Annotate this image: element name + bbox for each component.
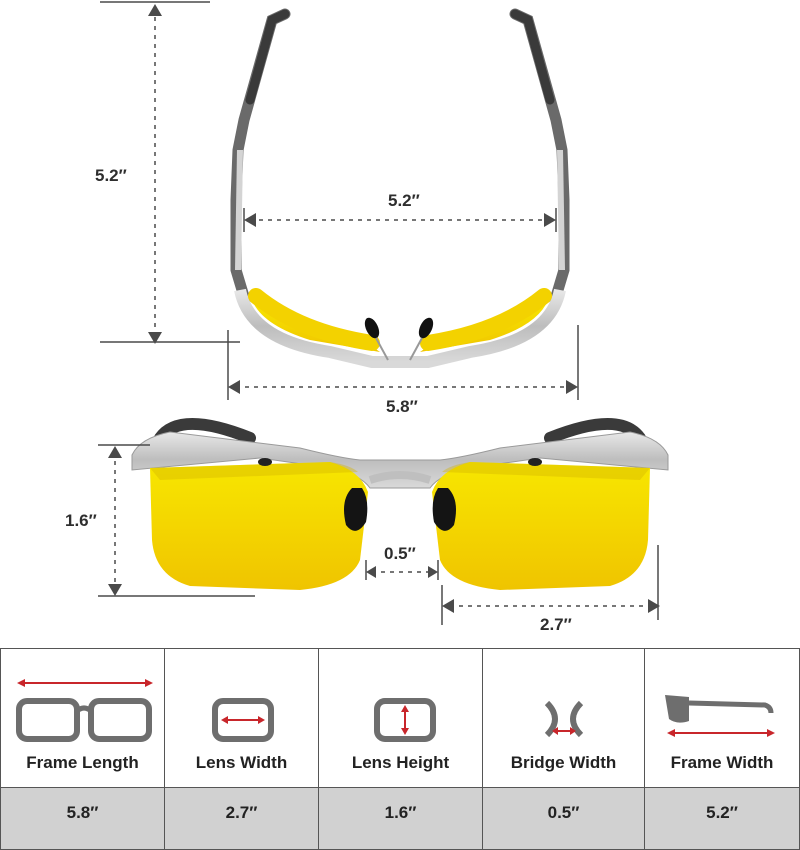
frame-width-icon [645, 667, 799, 747]
table-value-cell-frame-width: 5.2″ [644, 787, 800, 850]
table-header-cell-frame-length: Frame Length [0, 648, 165, 788]
lens-width-label-cell: Lens Width [195, 753, 288, 772]
dimension-lines [98, 1, 660, 625]
frame-length-label: Frame Length [26, 753, 139, 772]
size-table: Frame Length Lens Width Lens Height [0, 648, 800, 850]
top-view-glasses [230, 8, 570, 368]
temple-length-label: 5.2″ [95, 166, 127, 185]
frame-width-value: 5.2″ [706, 803, 738, 822]
frame-width-top-label: 5.8″ [386, 397, 418, 416]
table-header-cell-lens-width: Lens Width [164, 648, 319, 788]
lens-height-label-cell: Lens Height [351, 753, 450, 772]
bridge-width-value: 0.5″ [547, 803, 580, 822]
table-value-cell-bridge-width: 0.5″ [482, 787, 645, 850]
lens-width-value: 2.7″ [225, 803, 258, 822]
frame-length-icon [1, 667, 164, 747]
table-value-cell-lens-width: 2.7″ [164, 787, 319, 850]
bridge-width-icon [483, 667, 644, 747]
lens-width-label: 2.7″ [540, 615, 572, 634]
lens-height-label: 1.6″ [65, 511, 97, 530]
frame-length-value: 5.8″ [66, 803, 99, 822]
inner-width-label: 5.2″ [388, 191, 420, 210]
table-header-cell-bridge-width: Bridge Width [482, 648, 645, 788]
table-value-cell-frame-length: 5.8″ [0, 787, 165, 850]
lens-height-icon [319, 667, 482, 747]
lens-width-icon [165, 667, 318, 747]
bridge-width-label-cell: Bridge Width [510, 753, 617, 772]
table-header-cell-frame-width: Frame Width [644, 648, 800, 788]
bridge-width-label: 0.5″ [384, 544, 416, 563]
glasses-illustration [98, 1, 669, 625]
front-view-glasses [131, 418, 669, 590]
glasses-dimension-figure: 5.2″ 5.2″ 5.8″ 1.6″ 0.5″ 2.7″ [65, 1, 669, 634]
lens-height-value: 1.6″ [384, 803, 417, 822]
frame-width-label-cell: Frame Width [670, 753, 774, 772]
table-value-cell-lens-height: 1.6″ [318, 787, 483, 850]
table-header-cell-lens-height: Lens Height [318, 648, 483, 788]
